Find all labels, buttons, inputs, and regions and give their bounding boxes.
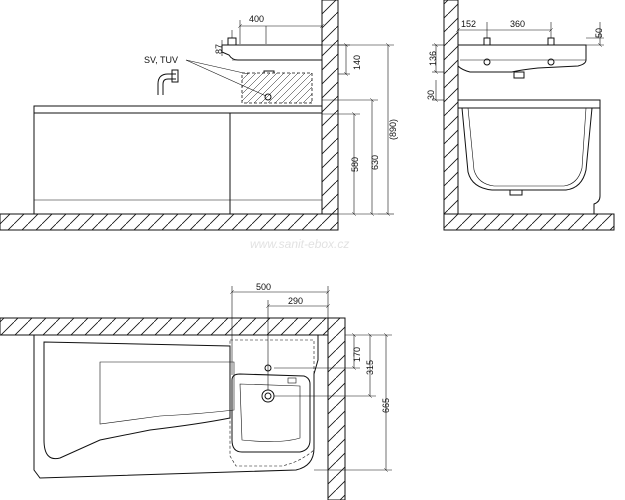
dim-290: 290 [288, 296, 303, 306]
dim-140: 140 [352, 55, 362, 70]
plan-wall-top [0, 317, 346, 336]
dim-665: 665 [381, 398, 391, 413]
dim-50: 50 [594, 28, 604, 38]
side-basin [457, 44, 587, 73]
dim-630: 630 [370, 155, 380, 170]
front-panel-left [33, 112, 231, 215]
dim-500: 500 [256, 282, 271, 292]
dim-152: 152 [461, 19, 476, 29]
front-wall [321, 0, 339, 231]
dim-360: 360 [510, 19, 525, 29]
dim-315: 315 [365, 360, 375, 375]
side-wall [443, 0, 459, 231]
side-tub [461, 107, 593, 191]
watermark: www.sanit-ebox.cz [250, 237, 349, 251]
dim-400: 400 [249, 14, 264, 24]
front-basin [221, 44, 323, 61]
dim-890: (890) [388, 119, 398, 140]
label-sv-tuv: SV, TUV [144, 55, 178, 65]
front-view: SV, TUV 400 87 140 580 630 [0, 0, 398, 231]
siphon-box [241, 72, 313, 104]
dim-136: 136 [428, 51, 438, 66]
plan-view: 500 290 170 315 665 [0, 282, 392, 500]
plan-tub-outline [33, 334, 319, 479]
dim-87: 87 [214, 44, 224, 54]
dim-170: 170 [352, 347, 362, 362]
plan-sink [231, 373, 311, 453]
front-panel-right [229, 112, 323, 215]
front-counter [33, 105, 323, 114]
front-floor [0, 213, 339, 231]
plan-wall-right [327, 317, 346, 500]
side-view: 152 360 50 136 30 [426, 0, 615, 231]
side-floor [443, 213, 615, 231]
dim-30: 30 [426, 90, 436, 100]
dim-580: 580 [350, 157, 360, 172]
